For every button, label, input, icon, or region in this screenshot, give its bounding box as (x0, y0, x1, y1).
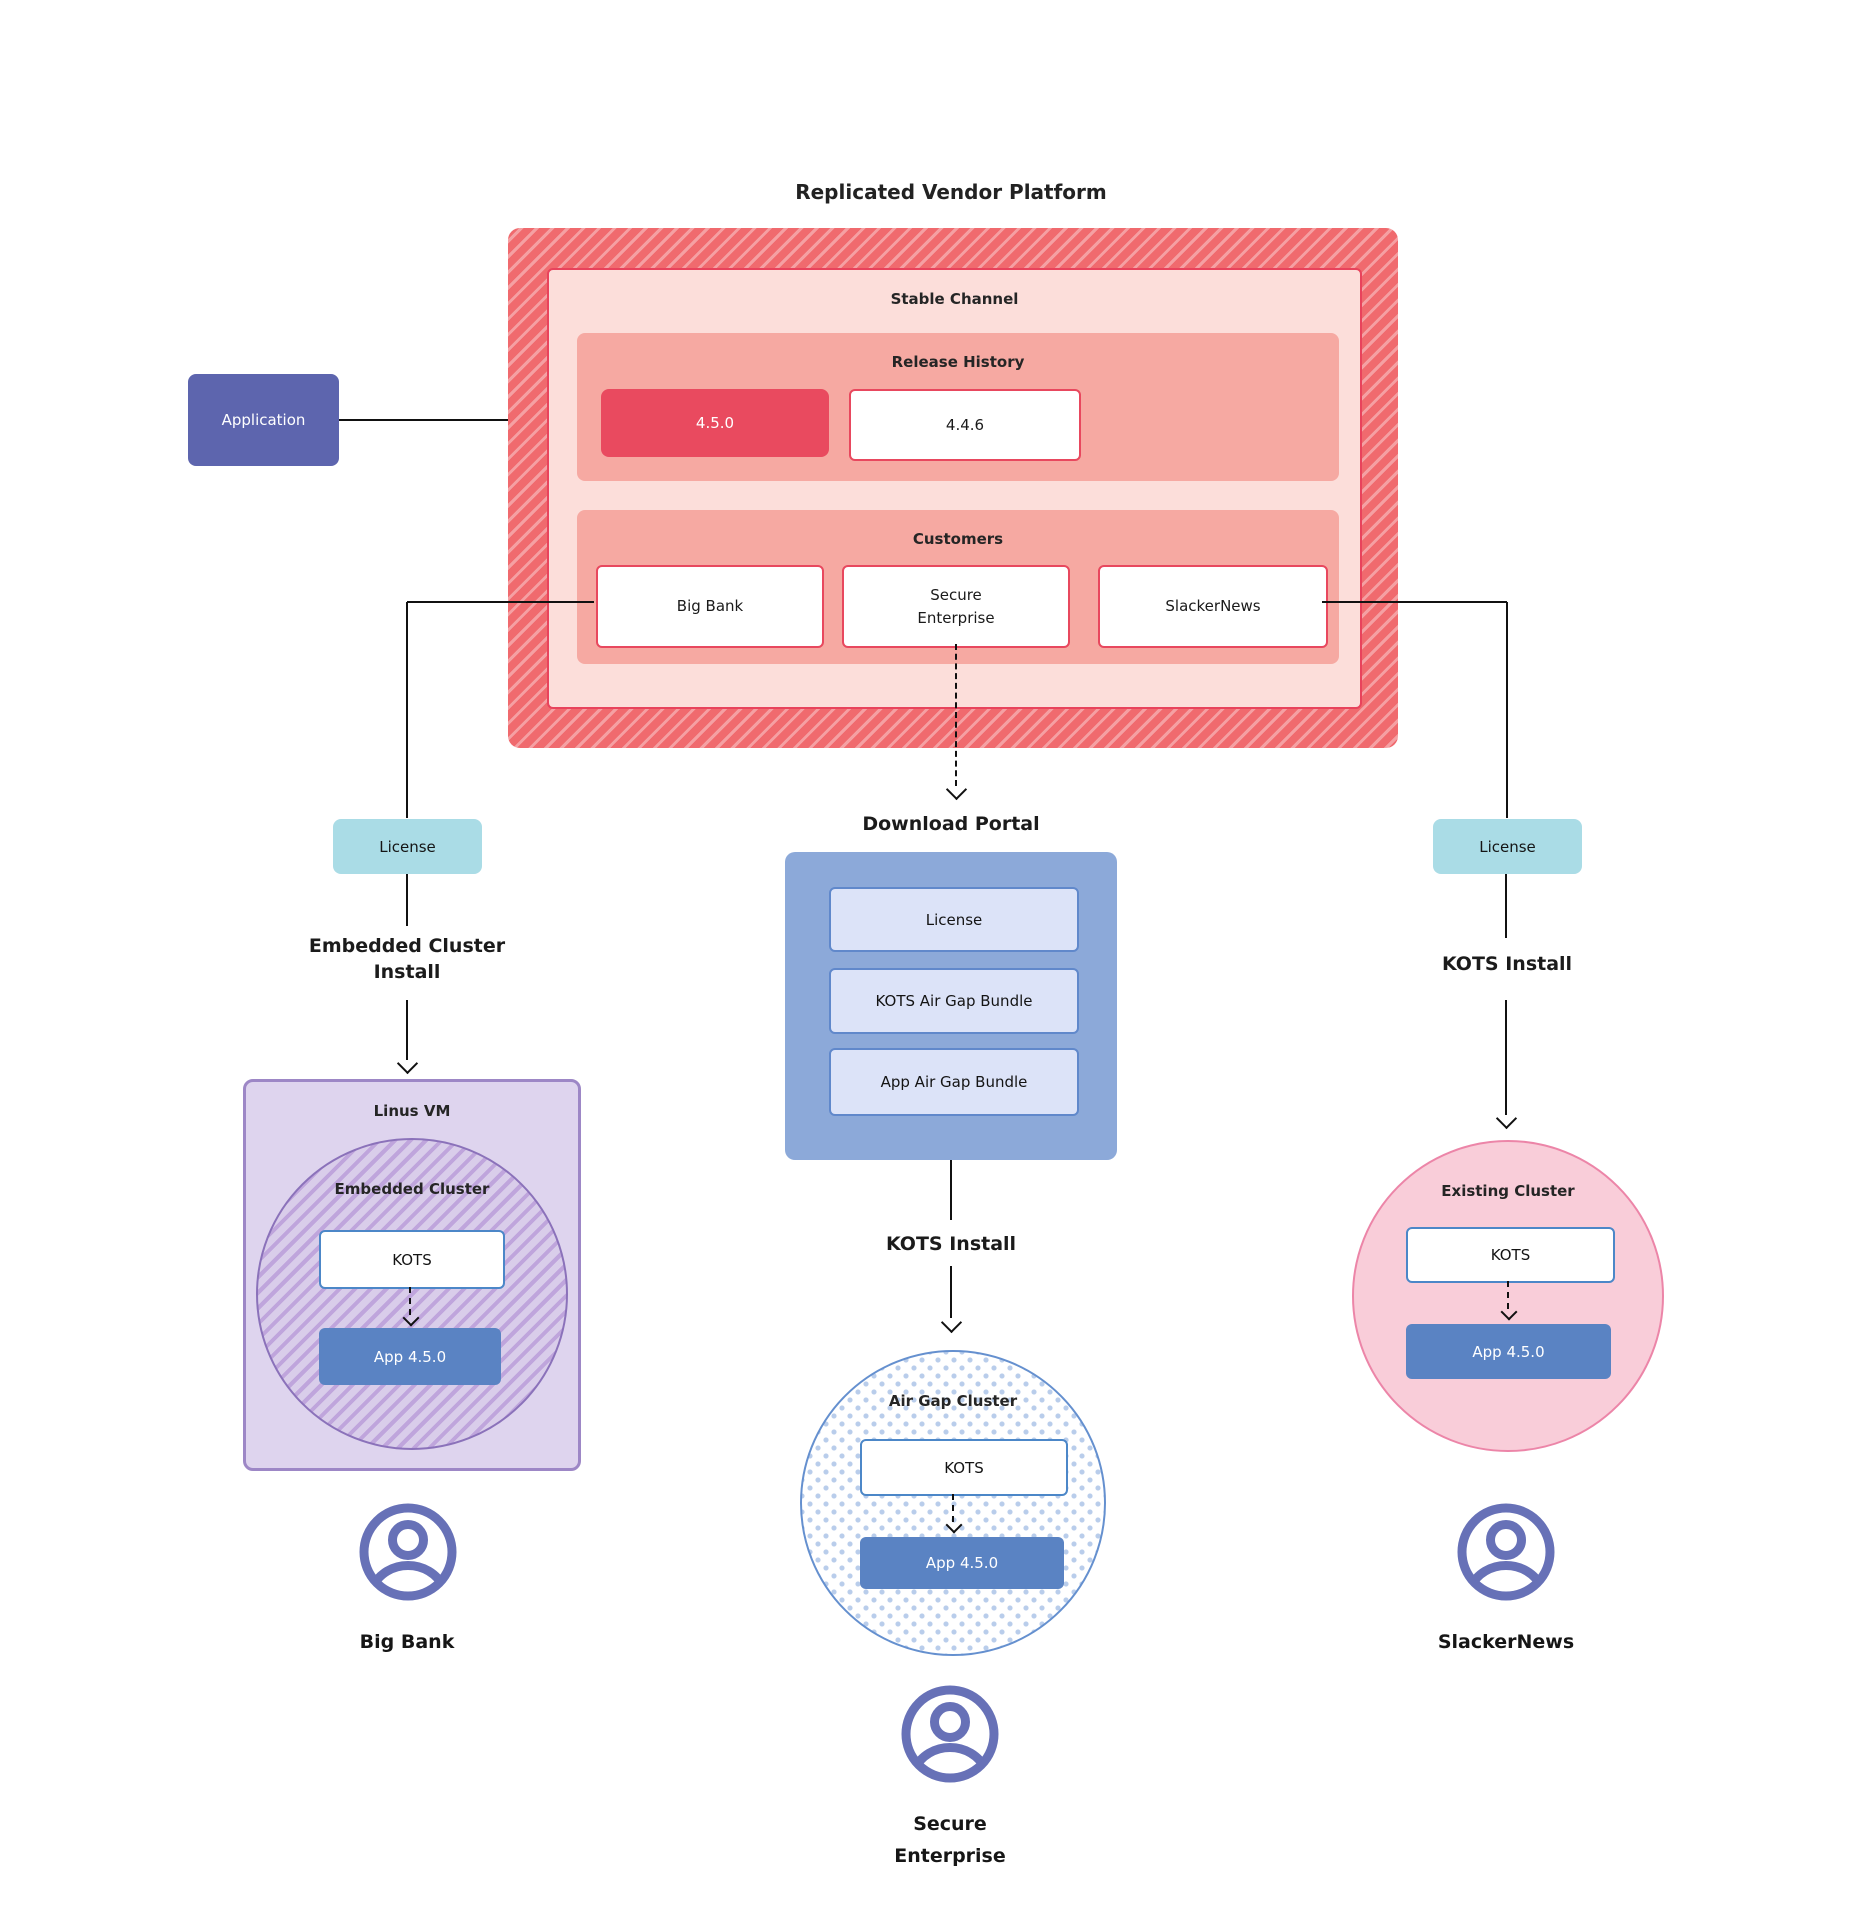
release-version-450-box: 4.5.0 (601, 389, 829, 457)
customers-label: Customers (912, 530, 1004, 548)
kots-box-existing: KOTS (1406, 1227, 1615, 1283)
app-label-existing: App 4.5.0 (1472, 1342, 1545, 1361)
install-label-right: KOTS Install (1441, 953, 1573, 975)
customer-big-bank-label: Big Bank (676, 597, 744, 616)
person-icon-slackernews (1457, 1503, 1555, 1601)
license-badge-right: License (1433, 819, 1582, 874)
arrowhead-middle-install (940, 1311, 963, 1334)
application-label: Application (221, 411, 306, 429)
install-label-middle: KOTS Install (885, 1233, 1017, 1255)
connector-kots-to-app-embedded (409, 1287, 411, 1315)
app-box-airgap: App 4.5.0 (860, 1537, 1064, 1589)
kots-label-embedded: KOTS (392, 1250, 432, 1269)
embedded-cluster-label: Embedded Cluster (334, 1180, 490, 1198)
arrowhead-kots-to-app-existing (1500, 1303, 1518, 1321)
embedded-cluster-circle: Embedded Cluster KOTS App 4.5.0 (256, 1138, 568, 1450)
connector-secure-to-portal-dashed (955, 644, 957, 786)
portal-item-license-label: License (925, 910, 983, 929)
install-label-left: Embedded Cluster Install (308, 935, 506, 983)
arrowhead-secure-to-portal (945, 778, 968, 801)
license-badge-left: License (333, 819, 482, 874)
connector-middle-install-to-cluster (950, 1266, 952, 1318)
app-label-airgap: App 4.5.0 (925, 1554, 999, 1572)
release-version-446-label: 4.4.6 (945, 415, 985, 434)
person-icon-big-bank (359, 1503, 457, 1601)
connector-slackernews-horizontal (1322, 601, 1507, 603)
customer-slackernews-label: SlackerNews (1165, 597, 1261, 616)
customer-slackernews-box: SlackerNews (1098, 565, 1328, 648)
arrowhead-kots-to-app-embedded (402, 1309, 420, 1327)
app-box-embedded: App 4.5.0 (319, 1328, 501, 1385)
portal-item-kots-airgap-label: KOTS Air Gap Bundle (875, 992, 1033, 1010)
kots-box-embedded: KOTS (319, 1230, 505, 1289)
license-badge-left-label: License (379, 837, 436, 856)
app-label-embedded: App 4.5.0 (373, 1347, 447, 1366)
arrowhead-kots-to-app-airgap (945, 1516, 963, 1534)
customer-big-bank-box: Big Bank (596, 565, 824, 648)
customer-secure-enterprise-box: Secure Enterprise (842, 565, 1070, 648)
license-badge-right-label: License (1479, 837, 1536, 856)
release-version-450-label: 4.5.0 (695, 414, 735, 432)
connector-right-license-to-install (1505, 874, 1507, 938)
kots-box-airgap: KOTS (860, 1439, 1068, 1496)
stable-channel-label: Stable Channel (890, 290, 1019, 308)
persona-label-secure-enterprise: Secure Enterprise (894, 1813, 1006, 1868)
release-history-label: Release History (891, 353, 1025, 371)
connector-left-license-to-install (406, 874, 408, 926)
connector-portal-to-install (950, 1160, 952, 1220)
release-version-446-box: 4.4.6 (849, 389, 1081, 461)
existing-cluster-label: Existing Cluster (1441, 1182, 1575, 1200)
app-box-existing: App 4.5.0 (1406, 1324, 1611, 1379)
persona-label-big-bank: Big Bank (359, 1631, 455, 1653)
release-history-box: Release History 4.5.0 4.4.6 (577, 333, 1339, 481)
airgap-cluster-circle: Air Gap Cluster KOTS App 4.5.0 (800, 1350, 1106, 1656)
connector-left-install-to-vm (406, 1000, 408, 1060)
airgap-cluster-label: Air Gap Cluster (888, 1392, 1018, 1410)
arrowhead-right-install (1495, 1107, 1518, 1130)
portal-item-license: License (829, 887, 1079, 952)
connector-kots-to-app-airgap (952, 1494, 954, 1522)
persona-label-slackernews: SlackerNews (1437, 1631, 1575, 1653)
linus-vm-label: Linus VM (373, 1102, 451, 1120)
page-title: Replicated Vendor Platform (795, 180, 1107, 204)
connector-kots-to-app-existing (1507, 1281, 1509, 1309)
connector-slackernews-vertical (1506, 602, 1508, 818)
person-icon-secure-enterprise (901, 1685, 999, 1783)
connector-bigbank-vertical (406, 602, 408, 818)
customer-secure-enterprise-label: Secure Enterprise (917, 586, 995, 627)
kots-label-airgap: KOTS (944, 1458, 984, 1477)
connector-application-to-release (339, 419, 583, 421)
stable-channel-box: Stable Channel Release History 4.5.0 4.4… (547, 268, 1362, 709)
download-portal-title: Download Portal (862, 813, 1040, 835)
application-box: Application (188, 374, 339, 466)
arrowhead-left-install (396, 1052, 419, 1075)
portal-item-app-airgap-bundle: App Air Gap Bundle (829, 1048, 1079, 1116)
portal-item-kots-airgap-bundle: KOTS Air Gap Bundle (829, 968, 1079, 1034)
connector-right-install-to-cluster (1505, 1000, 1507, 1115)
kots-label-existing: KOTS (1490, 1246, 1531, 1264)
connector-bigbank-horizontal (407, 601, 594, 603)
customers-box: Customers Big Bank Secure Enterprise Sla… (577, 510, 1339, 664)
existing-cluster-circle: Existing Cluster KOTS App 4.5.0 (1352, 1140, 1664, 1452)
portal-item-app-airgap-label: App Air Gap Bundle (880, 1073, 1028, 1091)
download-portal-box: License KOTS Air Gap Bundle App Air Gap … (785, 852, 1117, 1160)
